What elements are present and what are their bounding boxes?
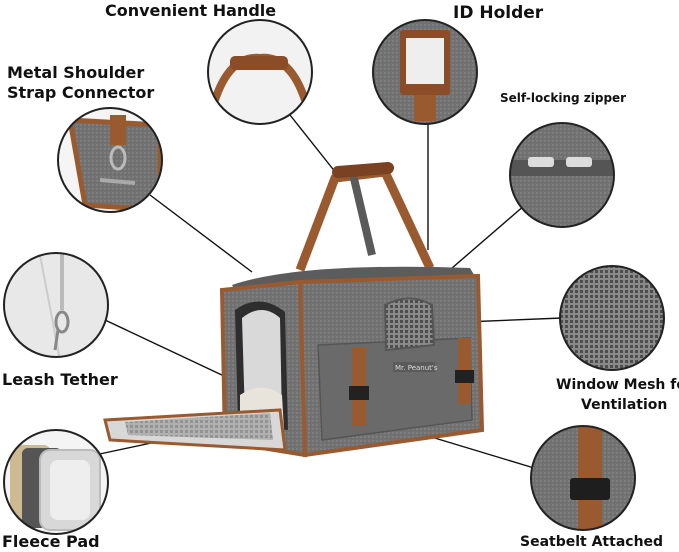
seatbelt-callout [531,426,635,530]
callout-circle [3,252,109,358]
label-convenient-handle: Convenient Handle [105,1,277,20]
id-holder-callout [373,20,477,124]
label-leash-tether: Leash Tether [2,370,118,389]
leash-tether-callout [4,253,108,357]
label-mesh-line1: Window Mesh for [556,377,679,393]
strap-connector-callout [58,108,162,212]
label-mesh-line2: Ventilation [581,397,668,413]
callout-circle [3,429,109,535]
label-zipper: Self-locking zipper [500,91,627,105]
window-mesh-callout [560,266,664,370]
callout-circle [372,19,478,125]
callout-circle [509,122,615,228]
label-seatbelt: Seatbelt Attached [520,534,664,550]
callout-circle [207,19,313,125]
carrier-body: Mr. Peanut's [103,162,485,458]
label-fleece-pad: Fleece Pad [2,532,100,551]
label-strap-line2: Strap Connector [7,83,155,102]
callout-circle [559,265,665,371]
callout-circle [57,107,163,213]
brand-tag: Mr. Peanut's [395,364,438,372]
handle-callout [208,20,312,124]
label-id-holder: ID Holder [453,3,544,23]
fleece-pad-callout [4,430,108,534]
callout-circle [530,425,636,531]
label-strap-line1: Metal Shoulder [7,63,145,82]
zipper-callout [510,123,614,227]
